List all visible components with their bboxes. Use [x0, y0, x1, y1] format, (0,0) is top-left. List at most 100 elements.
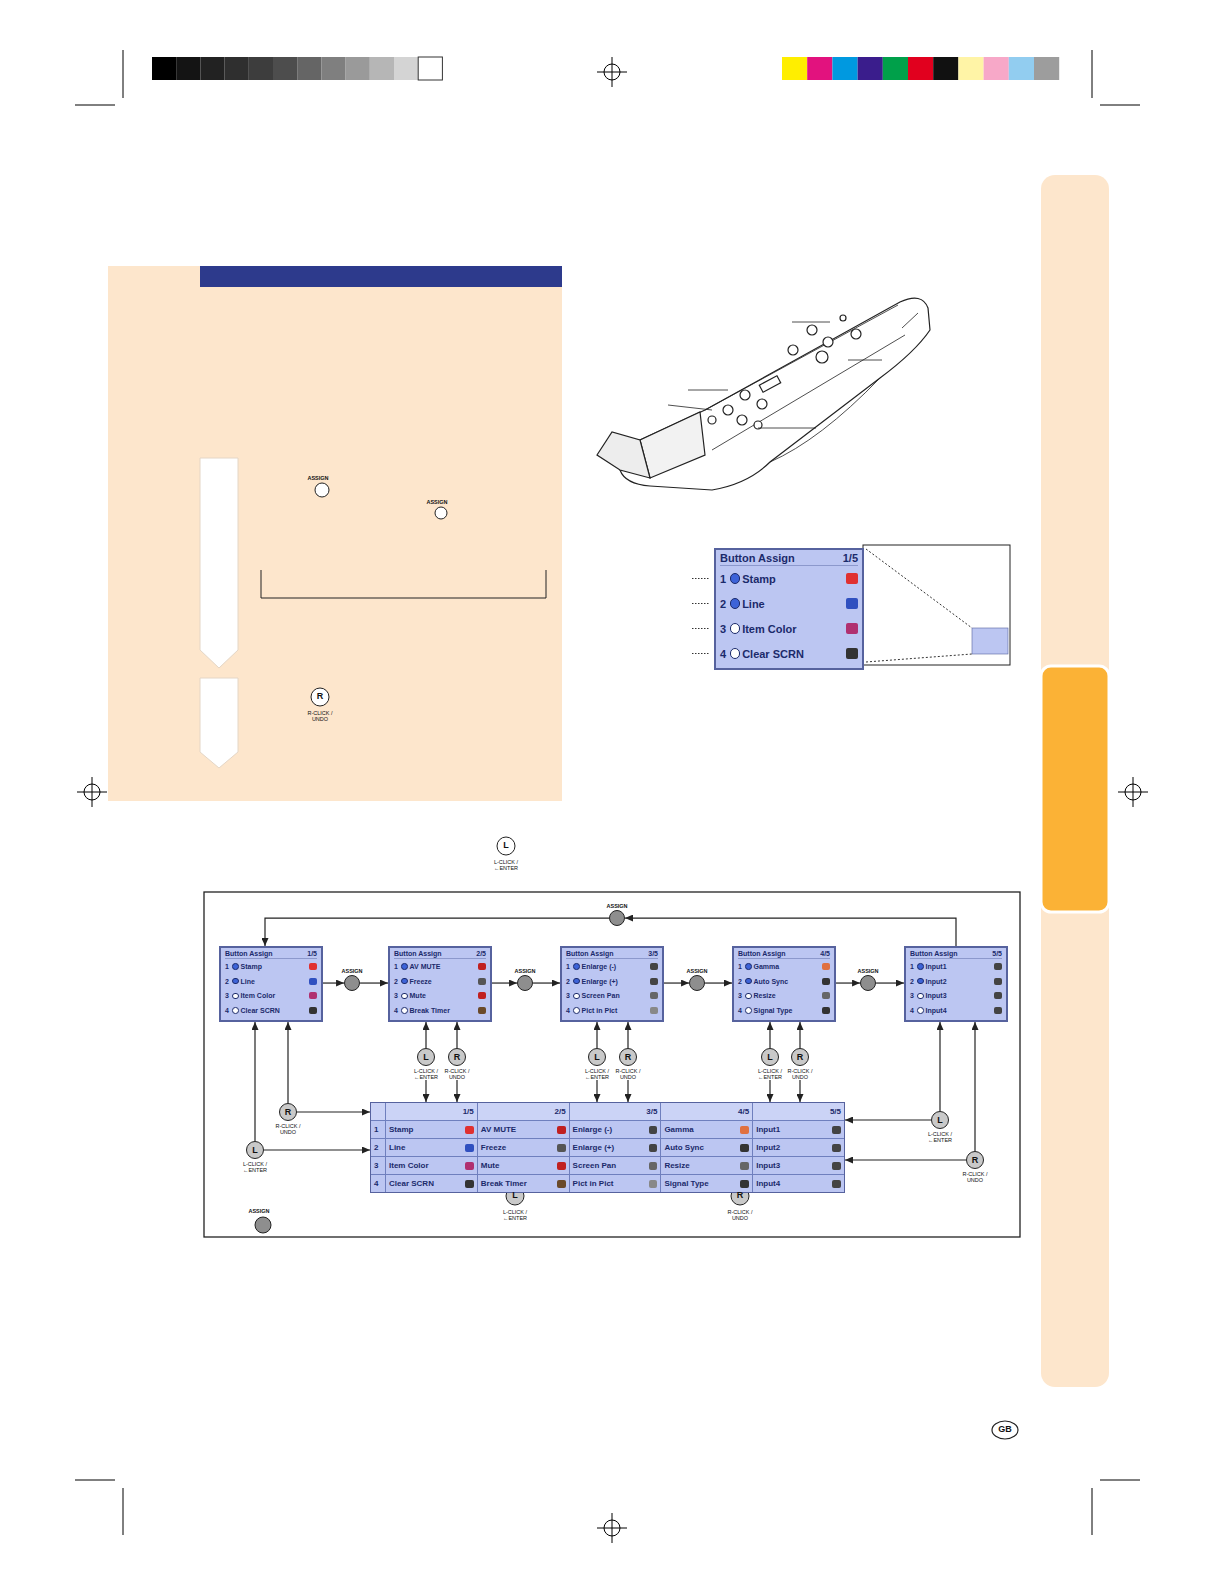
callout-number: 2 — [374, 1143, 378, 1152]
grey-bar — [249, 57, 273, 80]
function-icon — [649, 1180, 658, 1188]
callout-number: 4 — [720, 648, 728, 660]
function-name: Enlarge (+) — [573, 1143, 615, 1152]
colour-bar — [1009, 57, 1034, 80]
flow-arrow — [974, 1022, 975, 1151]
table-cell: Input4 — [753, 1175, 844, 1192]
radio-button — [917, 993, 924, 1000]
colour-bar — [1034, 57, 1059, 80]
function-icon — [994, 978, 1002, 985]
button-letter: R — [797, 1053, 804, 1062]
remote-control — [597, 298, 930, 490]
callout-number: 1 — [910, 963, 915, 970]
function-icon — [557, 1144, 566, 1152]
function-name: Mute — [481, 1161, 500, 1170]
mouse-button: LL-CLICK / ←ENTER — [581, 1048, 613, 1080]
bracket — [261, 570, 546, 598]
button-letter: R — [737, 1191, 744, 1201]
radio-button — [917, 963, 924, 970]
menu-row: 1AV MUTE — [394, 959, 486, 974]
flow-arrow — [705, 982, 732, 983]
r-button-icon — [311, 688, 329, 706]
callout-number: 4 — [225, 1007, 230, 1014]
radio-button — [401, 993, 408, 1000]
function-name: Input1 — [926, 963, 993, 970]
menu-row: 2Auto Sync — [738, 974, 830, 989]
radio-button — [745, 978, 752, 985]
registration-mark — [1118, 777, 1148, 807]
flow-arrow — [769, 1080, 770, 1102]
function-icon — [649, 1162, 658, 1170]
function-name: Signal Type — [664, 1179, 708, 1188]
table-cell: Input3 — [753, 1157, 844, 1174]
zoom-guide — [866, 549, 972, 662]
flow-arrow — [769, 1022, 770, 1048]
radio-button — [917, 1007, 924, 1014]
side-tab-active — [1041, 666, 1109, 912]
function-name: Enlarge (-) — [582, 963, 649, 970]
page-number: 1/5 — [843, 552, 858, 564]
table-cell: 1 — [371, 1121, 385, 1138]
function-icon — [740, 1144, 749, 1152]
function-name: Item Color — [389, 1161, 429, 1170]
function-icon — [557, 1126, 566, 1134]
menu-screen: Button Assign3/51Enlarge (-)2Enlarge (+)… — [560, 946, 664, 1022]
mouse-button: RR-CLICK / UNDO — [784, 1048, 816, 1080]
function-icon — [994, 992, 1002, 999]
button-circle — [517, 975, 533, 991]
radio-button — [232, 978, 239, 985]
assign-button: ASSIGN — [858, 968, 879, 991]
grey-bar — [321, 57, 345, 80]
flow-arrow — [876, 982, 904, 983]
function-icon — [650, 978, 658, 985]
flow-arrow — [425, 1022, 426, 1048]
function-name: AV MUTE — [481, 1125, 516, 1134]
flow-arrow — [360, 982, 388, 983]
function-name: Item Color — [241, 992, 308, 999]
function-name: Stamp — [241, 963, 308, 970]
function-icon — [832, 1126, 841, 1134]
screen-title-row: Button Assign4/5 — [738, 950, 830, 959]
screen-inset-frame — [863, 545, 1010, 665]
mouse-button: R R-CLICK / UNDO — [441, 1048, 473, 1080]
radio-button — [917, 978, 924, 985]
flow-arrow — [664, 982, 689, 983]
mouse-button: LL-CLICK / ←ENTER — [754, 1048, 786, 1080]
table-cell: 3 — [371, 1157, 385, 1174]
button-name: R-CLICK / UNDO — [441, 1068, 473, 1080]
button-name: L-CLICK / ←ENTER — [239, 1161, 271, 1173]
flow-arrow — [264, 1149, 370, 1150]
menu-row: 1Enlarge (-) — [566, 959, 658, 974]
menu-row: 4Clear SCRN — [720, 641, 858, 666]
button-circle: R — [448, 1048, 466, 1066]
grey-bar — [297, 57, 321, 80]
menu-row: 2Enlarge (+) — [566, 974, 658, 989]
table-cell: Stamp — [386, 1121, 477, 1138]
button-name: ASSIGN — [858, 968, 879, 974]
callout-number: 2 — [720, 598, 728, 610]
callout-number: 4 — [566, 1007, 571, 1014]
button-name: ASSIGN — [607, 903, 628, 909]
flow-arrow — [596, 1022, 597, 1048]
assign-button: ASSIGN — [607, 903, 628, 926]
assign-button: ASSIGN — [515, 968, 536, 991]
function-name: Input3 — [756, 1161, 780, 1170]
function-icon — [832, 1180, 841, 1188]
leader-line — [692, 578, 710, 579]
mouse-button: RR-CLICK / UNDO — [959, 1151, 991, 1183]
flow-arrow — [627, 1022, 628, 1048]
side-tab — [1041, 175, 1109, 1387]
function-icon — [832, 1162, 841, 1170]
button-name: L-CLICK / ←ENTER — [581, 1068, 613, 1080]
callout-number: 3 — [394, 992, 399, 999]
button-name: ASSIGN — [687, 968, 708, 974]
assign-button-icon — [255, 1217, 271, 1233]
screen-title: Button Assign — [738, 950, 786, 957]
function-icon — [478, 978, 486, 985]
mouse-button: RR-CLICK / UNDO — [612, 1048, 644, 1080]
menu-row: 1Gamma — [738, 959, 830, 974]
menu-row: 4Pict in Pict — [566, 1003, 658, 1018]
step-tab — [200, 458, 238, 668]
